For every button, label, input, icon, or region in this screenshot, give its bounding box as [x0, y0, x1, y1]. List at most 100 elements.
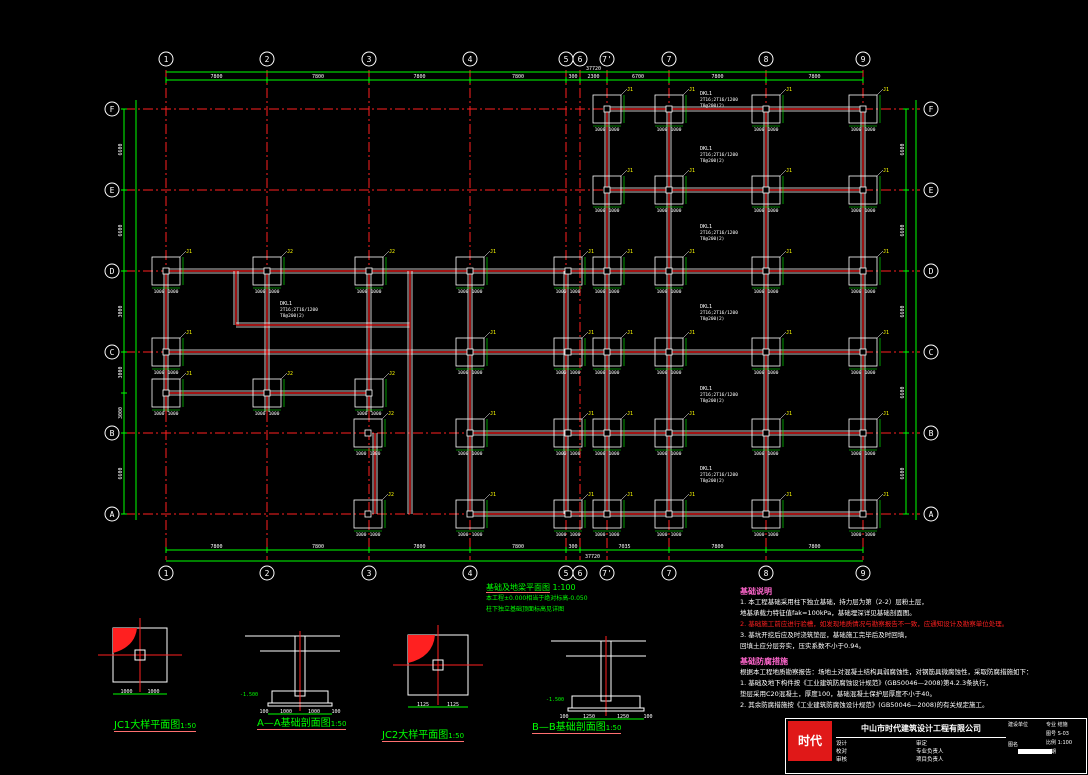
- top-dim-text: 2300: [587, 74, 599, 80]
- axis-bubble: [599, 51, 615, 67]
- footing-outline: [151, 337, 181, 367]
- footing-outline: [654, 337, 684, 367]
- footing-tag: J1: [627, 492, 633, 498]
- top-dim-text: 7800: [711, 74, 723, 80]
- beam-tag: DKL1: [280, 301, 292, 307]
- beam-stirrup: T8@200(2): [700, 478, 724, 484]
- footing-dim: 1000: [657, 289, 668, 295]
- footing-tag: J1: [186, 330, 192, 336]
- leader-line: [682, 412, 690, 420]
- rebar-hatch: [113, 628, 137, 653]
- axis-label-col: 4: [468, 569, 473, 578]
- beam-tag: DKL1: [700, 386, 712, 392]
- axis-label-row: F: [929, 105, 934, 114]
- axis-label-col: 9: [861, 569, 866, 578]
- top-dim-text: 7800: [210, 74, 222, 80]
- bottom-dim-text: 7800: [512, 544, 524, 550]
- axis-bubble: [923, 263, 939, 279]
- footing-outline: [553, 256, 583, 286]
- footing-dim: 1000: [595, 127, 606, 133]
- footing-dim: 1000: [671, 532, 682, 538]
- detail-title-jc1: JC1大样平面图1:50: [114, 716, 197, 732]
- footing-dim: 1000: [754, 532, 765, 538]
- right-dim-text: 6600: [900, 143, 906, 155]
- footing-dim: 1000: [754, 451, 765, 457]
- rebar-hatch: [408, 635, 435, 663]
- footing-dim: 1000: [671, 127, 682, 133]
- leader-line: [483, 412, 491, 420]
- footing-dim: 1000: [609, 208, 620, 214]
- footing-outline: [455, 337, 485, 367]
- axis-bubble: [104, 182, 120, 198]
- footing-dim: 1000: [671, 451, 682, 457]
- axis-bubble: [661, 565, 677, 581]
- footing-tag: J1: [490, 330, 496, 336]
- left-dim-text: 6600: [118, 224, 124, 236]
- leader-line: [581, 331, 589, 339]
- footing-dim: 1000: [609, 127, 620, 133]
- axis-label-col: 6: [578, 569, 583, 578]
- footing-dim: 1000: [609, 289, 620, 295]
- elevation-label: -1.500: [240, 692, 258, 698]
- footing-outline: [654, 256, 684, 286]
- footing-tag: J1: [883, 492, 889, 498]
- footing-tag: J1: [689, 330, 695, 336]
- footing-dim: 1000: [458, 370, 469, 376]
- footing-dim: 1000: [671, 208, 682, 214]
- footing-tag: J1: [786, 87, 792, 93]
- beam-spec: 2T16;2T16/1200: [700, 97, 738, 103]
- tb-field: 校对: [836, 749, 848, 755]
- footing-tag: J1: [186, 371, 192, 377]
- leader-line: [779, 493, 787, 501]
- footing-dim: 1000: [371, 411, 382, 417]
- column: [364, 510, 372, 518]
- column: [762, 186, 770, 194]
- detail-dim: 100: [643, 714, 652, 720]
- top-dim-text: 7800: [808, 74, 820, 80]
- footing-outline: [455, 256, 485, 286]
- axis-label-row: C: [929, 348, 934, 357]
- left-dim-text: 6600: [118, 467, 124, 479]
- column: [162, 267, 170, 275]
- leader-line: [779, 331, 787, 339]
- axis-label-row: A: [110, 510, 115, 519]
- column: [603, 510, 611, 518]
- footing-tag: J1: [786, 168, 792, 174]
- footing-outline: [353, 499, 383, 529]
- column: [665, 510, 673, 518]
- beam-tag: DKL1: [700, 224, 712, 230]
- column: [859, 429, 867, 437]
- axis-label-row: D: [929, 267, 934, 276]
- detail-dim: 1000: [308, 709, 320, 715]
- axis-label-row: E: [110, 186, 115, 195]
- footing-outline: [751, 337, 781, 367]
- leader-line: [620, 493, 628, 501]
- column: [603, 429, 611, 437]
- beam-stirrup: T8@200(2): [700, 316, 724, 322]
- column: [665, 429, 673, 437]
- axis-label-col: 8: [764, 55, 769, 64]
- detail-dim: 1125: [417, 702, 429, 708]
- footing-outline: [848, 337, 878, 367]
- leader-line: [483, 331, 491, 339]
- footing-outline: [751, 94, 781, 124]
- leader-line: [876, 88, 884, 96]
- beam-stirrup: T8@200(2): [700, 158, 724, 164]
- column: [466, 348, 474, 356]
- footing-tag: J1: [627, 87, 633, 93]
- left-dim-text: 3000: [118, 407, 124, 419]
- footing-dim: 1000: [851, 289, 862, 295]
- footing-dim: 1000: [472, 532, 483, 538]
- beam-stirrup: T8@200(2): [700, 398, 724, 404]
- footing-tag: J1: [786, 411, 792, 417]
- bottom-total: 37720: [585, 554, 600, 560]
- axis-label-col: 7: [667, 55, 672, 64]
- footing-tag: J1: [883, 168, 889, 174]
- footing-dim: 1000: [754, 289, 765, 295]
- footing-tag: J1: [588, 330, 594, 336]
- axis-label-col: 7: [667, 569, 672, 578]
- footing-outline: [151, 378, 181, 408]
- detail-dim: 1000: [280, 709, 292, 715]
- detail-dim: 100: [559, 714, 568, 720]
